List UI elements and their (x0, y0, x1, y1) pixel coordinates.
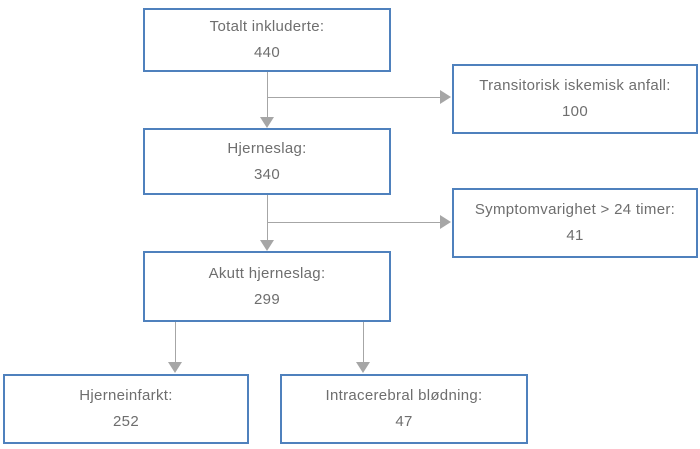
arrowhead-right-icon (440, 90, 451, 104)
node-label: Intracerebral blødning: (325, 387, 483, 404)
connector-acute-to-infarct (175, 322, 176, 363)
connector-acute-to-hemorrhage (363, 322, 364, 363)
arrowhead-down-icon (260, 117, 274, 128)
node-totalt-inkluderte: Totalt inkluderte: 440 (143, 8, 391, 72)
node-label: Akutt hjerneslag: (208, 264, 326, 282)
node-label: Symptomvarighet > 24 timer: (474, 201, 676, 218)
node-value: 41 (566, 227, 584, 244)
node-value: 340 (254, 165, 280, 183)
arrowhead-down-icon (356, 362, 370, 373)
node-value: 440 (254, 44, 280, 61)
node-value: 100 (562, 103, 588, 120)
node-hjerneslag: Hjerneslag: 340 (143, 128, 391, 195)
arrowhead-right-icon (440, 215, 451, 229)
node-value: 299 (254, 290, 280, 308)
node-label: Hjerneslag: (227, 139, 307, 157)
connector-stroke-to-acute (267, 195, 268, 241)
connector-total-to-stroke (267, 72, 268, 118)
node-akutt-hjerneslag: Akutt hjerneslag: 299 (143, 251, 391, 322)
arrowhead-down-icon (168, 362, 182, 373)
arrowhead-down-icon (260, 240, 274, 251)
connector-stroke-to-symptom (267, 222, 441, 223)
node-label: Hjerneinfarkt: (79, 387, 173, 404)
node-label: Totalt inkluderte: (209, 18, 325, 35)
node-value: 252 (113, 413, 139, 430)
node-symptomvarighet: Symptomvarighet > 24 timer: 41 (452, 188, 698, 258)
connector-total-to-tia (267, 97, 441, 98)
node-value: 47 (395, 413, 413, 430)
node-hjerneinfarkt: Hjerneinfarkt: 252 (3, 374, 249, 444)
node-label: Transitorisk iskemisk anfall: (479, 77, 671, 94)
node-transitorisk-iskemisk-anfall: Transitorisk iskemisk anfall: 100 (452, 64, 698, 134)
node-intracerebral-blodning: Intracerebral blødning: 47 (280, 374, 528, 444)
